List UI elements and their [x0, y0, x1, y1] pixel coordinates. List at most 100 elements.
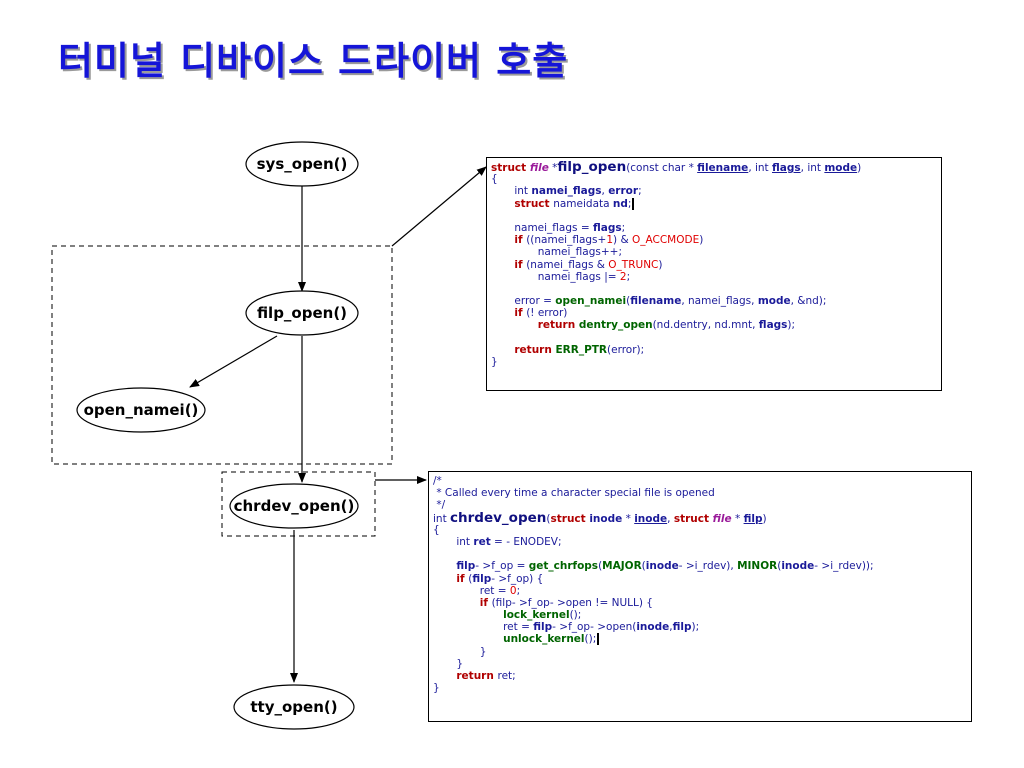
page-title: 터미널 디바이스 드라이버 호출: [58, 39, 569, 83]
code-line: ret = 0;: [433, 585, 967, 597]
code-token: (nd.dentry, nd.mnt,: [652, 319, 759, 332]
code-token: filename: [630, 295, 682, 308]
code-token: (: [598, 560, 603, 573]
code-token: );: [787, 319, 796, 332]
code-token: unlock_kernel: [503, 633, 585, 646]
code-token: (error);: [607, 343, 645, 356]
code-token: int: [433, 535, 474, 548]
code-token: - >f_op =: [475, 560, 529, 573]
code-line: int namei_flags, error;: [491, 185, 937, 197]
code-token: lock_kernel: [503, 609, 570, 622]
code-token: [491, 259, 514, 271]
code-token: [491, 344, 514, 356]
code-token: filename: [697, 162, 749, 174]
text-cursor: [597, 633, 600, 646]
code-token: namei_flags =: [491, 221, 593, 234]
code-token: filp: [743, 512, 763, 525]
code-token: flags: [772, 162, 801, 174]
code-token: (! error): [526, 307, 568, 320]
code-token: , &nd);: [790, 295, 827, 308]
code-token: nd: [612, 197, 628, 210]
code-token: chrdev_open: [450, 509, 547, 526]
code-token: O_ACCMODE: [631, 234, 700, 247]
code-token: }: [433, 682, 440, 695]
code-token: error: [608, 185, 639, 198]
code-line: [491, 283, 937, 295]
code-token: filp_open: [557, 159, 627, 175]
code-token: namei_flags++;: [491, 246, 622, 259]
filp-open-code-panel: struct file *filp_open(const char * file…: [486, 157, 942, 391]
code-token: struct: [550, 512, 590, 525]
code-token: inode: [636, 621, 670, 634]
code-token: }: [491, 356, 498, 368]
arrow-group-to-filp-code: [391, 166, 487, 247]
code-token: ) &: [613, 234, 632, 247]
code-token: [433, 609, 503, 621]
code-token: struct: [491, 162, 530, 174]
code-token: ): [762, 512, 767, 525]
code-token: }: [433, 657, 464, 670]
code-token: if: [456, 572, 469, 585]
code-token: if: [514, 234, 527, 247]
code-token: inode: [589, 512, 623, 525]
code-token: 2: [619, 270, 627, 283]
code-token: /*: [433, 475, 442, 487]
code-token: (namei_flags &: [526, 258, 609, 271]
code-token: ;: [627, 197, 632, 210]
code-line: return dentry_open(nd.dentry, nd.mnt, fl…: [491, 319, 937, 331]
code-token: filp: [472, 572, 492, 585]
code-line: }: [491, 356, 937, 368]
code-line: if ((namei_flags+1) & O_ACCMODE): [491, 234, 937, 246]
code-line: lock_kernel();: [433, 609, 967, 621]
code-token: if: [479, 596, 492, 609]
code-token: *: [731, 512, 744, 525]
code-token: if: [514, 258, 527, 271]
code-token: - >f_op- >open(: [552, 621, 637, 634]
code-line: struct nameidata nd;: [491, 197, 937, 210]
code-token: inode: [781, 560, 815, 573]
code-token: ;: [621, 221, 626, 234]
code-token: ): [699, 234, 704, 247]
code-token: [433, 633, 503, 645]
text-cursor: [632, 197, 635, 210]
code-token: if: [514, 307, 527, 320]
code-token: = - ENODEV;: [490, 535, 562, 548]
code-token: ((namei_flags+: [526, 234, 607, 247]
code-line: }: [433, 646, 967, 658]
code-token: get_chrfops: [528, 560, 599, 573]
code-line: if (filp- >f_op) {: [433, 573, 967, 585]
chrdev-open-code-panel: /* * Called every time a character speci…: [428, 471, 972, 722]
code-line: [491, 210, 937, 222]
code-token: int: [433, 512, 451, 525]
code-line: int chrdev_open(struct inode * inode, st…: [433, 509, 967, 526]
code-token: (const char *: [626, 162, 698, 174]
code-token: ();: [584, 633, 597, 646]
code-line: filp- >f_op = get_chrfops(MAJOR(inode- >…: [433, 560, 967, 572]
code-token: mode: [824, 162, 858, 174]
code-token: {: [491, 173, 498, 186]
node-filp-open: filp_open(): [245, 290, 359, 336]
code-token: ret =: [433, 584, 510, 597]
code-token: filp: [672, 621, 692, 634]
code-token: int: [491, 185, 532, 198]
code-token: [433, 560, 456, 572]
node-sys-open: sys_open(): [245, 141, 359, 187]
node-tty-open-label: tty_open(): [250, 698, 337, 716]
code-token: namei_flags |=: [491, 270, 620, 283]
code-line: return ERR_PTR(error);: [491, 344, 937, 356]
code-token: */: [433, 499, 446, 512]
code-line: error = open_namei(filename, namei_flags…: [491, 295, 937, 307]
code-token: nameidata: [553, 197, 613, 210]
filp-open-group-box: [51, 245, 393, 465]
code-token: (: [641, 560, 646, 573]
code-token: ,: [667, 512, 674, 525]
code-token: [491, 234, 514, 246]
code-token: (: [777, 560, 782, 573]
code-token: ,: [601, 185, 609, 198]
code-token: inode: [645, 560, 679, 573]
code-token: [491, 198, 514, 210]
code-token: MAJOR: [602, 560, 642, 573]
code-token: ret;: [497, 670, 516, 682]
code-token: * Called every time a character special …: [433, 487, 715, 500]
code-line: * Called every time a character special …: [433, 487, 967, 499]
